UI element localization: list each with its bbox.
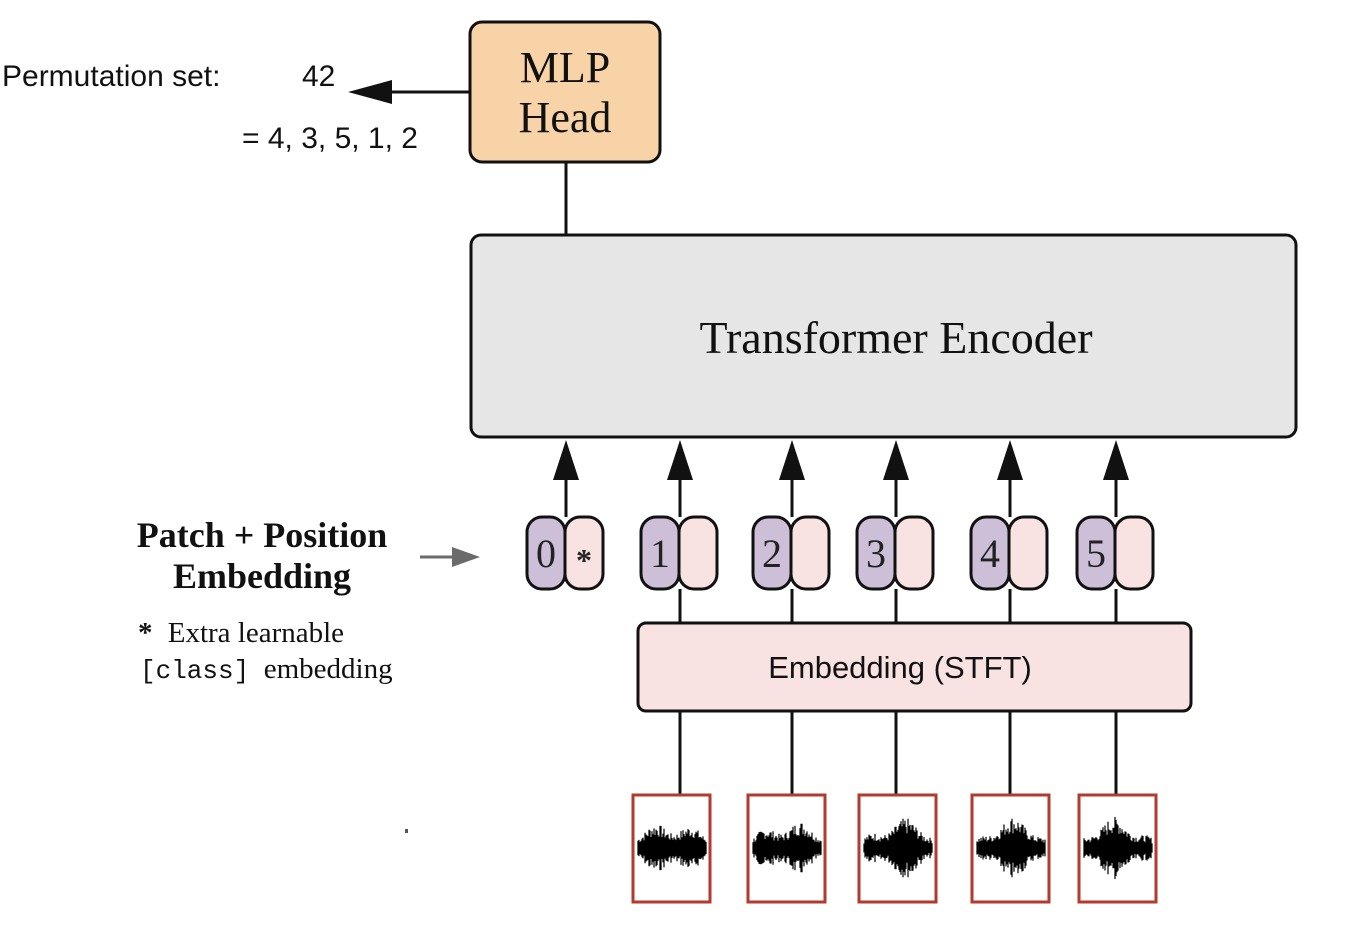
patch-embedding-line1: Patch + Position bbox=[137, 515, 388, 555]
token-arrow-head bbox=[883, 440, 909, 480]
patch-embedding bbox=[1113, 515, 1155, 591]
waveform-icon bbox=[863, 818, 933, 878]
output-arrow bbox=[348, 80, 470, 104]
side-arrow bbox=[420, 547, 480, 567]
position-index: 5 bbox=[1086, 531, 1106, 576]
class-note-text2: embedding bbox=[264, 653, 393, 685]
token-2: 2 bbox=[751, 440, 831, 623]
token-1: 1 bbox=[639, 440, 719, 623]
position-index: 0 bbox=[536, 531, 556, 576]
waveform-4 bbox=[970, 711, 1051, 904]
waveform-icon bbox=[1083, 816, 1153, 880]
encoder-label: Transformer Encoder bbox=[699, 312, 1092, 363]
mlp-head-line2: Head bbox=[519, 93, 612, 142]
patch-embedding bbox=[893, 515, 935, 591]
waveform-icon bbox=[752, 823, 822, 873]
permutation-label: Permutation set: bbox=[2, 60, 220, 93]
class-note-text1: Extra learnable bbox=[168, 617, 344, 649]
class-note-code: [class] bbox=[140, 656, 249, 686]
waveform-icon bbox=[976, 818, 1046, 878]
token-4: 4 bbox=[969, 440, 1049, 623]
token-arrow-head bbox=[779, 440, 805, 480]
class-token-star: * bbox=[576, 542, 592, 578]
patch-embedding-line2: Embedding bbox=[173, 556, 351, 596]
permutation-value: 42 bbox=[302, 60, 335, 93]
class-note-line2: [class] embedding bbox=[140, 653, 393, 686]
waveform-icon bbox=[637, 825, 707, 871]
position-index: 1 bbox=[650, 531, 670, 576]
class-note-line1: * Extra learnable bbox=[138, 617, 344, 649]
permutation-sequence: = 4, 3, 5, 1, 2 bbox=[242, 122, 418, 155]
class-note-star: * bbox=[138, 617, 153, 649]
token-5: 5 bbox=[1075, 440, 1155, 623]
token-arrow-head bbox=[1103, 440, 1129, 480]
embedding-stft-label: Embedding (STFT) bbox=[768, 650, 1032, 685]
patch-embedding bbox=[563, 515, 605, 591]
mlp-head: MLP Head bbox=[468, 20, 662, 164]
token-3: 3 bbox=[855, 440, 935, 623]
token-0: 0* bbox=[525, 440, 605, 591]
token-arrow-head bbox=[553, 440, 579, 480]
patch-embedding bbox=[1007, 515, 1049, 591]
patch-embedding bbox=[789, 515, 831, 591]
waveform-2 bbox=[746, 711, 827, 904]
waveform-1 bbox=[631, 711, 712, 904]
waveform-inputs bbox=[631, 711, 1158, 904]
token-arrow-head bbox=[667, 440, 693, 480]
patch-embedding bbox=[677, 515, 719, 591]
stray-dot bbox=[405, 829, 408, 833]
token-arrow-head bbox=[997, 440, 1023, 480]
mlp-head-line1: MLP bbox=[520, 43, 610, 92]
waveform-3 bbox=[857, 711, 938, 904]
position-index: 4 bbox=[980, 531, 1000, 576]
embedding-stft-box: Embedding (STFT) bbox=[636, 621, 1193, 713]
position-index: 3 bbox=[866, 531, 886, 576]
waveform-5 bbox=[1077, 711, 1158, 904]
position-index: 2 bbox=[762, 531, 782, 576]
transformer-encoder: Transformer Encoder bbox=[469, 233, 1298, 439]
